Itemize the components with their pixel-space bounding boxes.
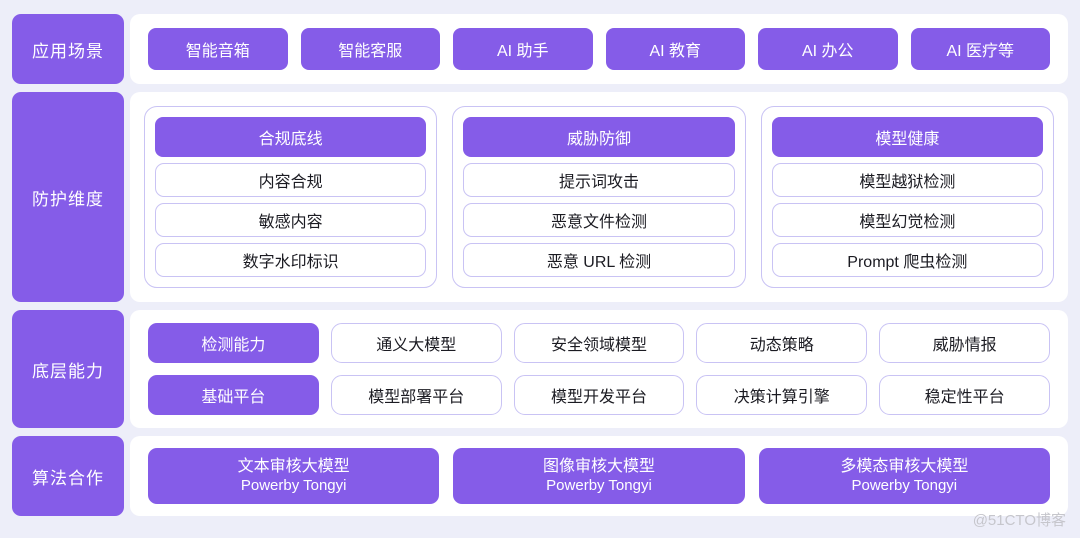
- algorithm-card: 图像审核大模型 Powerby Tongyi: [453, 448, 745, 504]
- panel-algorithms: 文本审核大模型 Powerby Tongyi 图像审核大模型 Powerby T…: [130, 436, 1068, 516]
- scenario-chip: 智能客服: [300, 28, 440, 70]
- protection-item: 模型幻觉检测: [771, 203, 1043, 237]
- scenario-chip: 智能音箱: [148, 28, 288, 70]
- column-header: 模型健康: [771, 117, 1043, 157]
- capability-header: 检测能力: [148, 323, 319, 363]
- capability-item: 威胁情报: [879, 323, 1050, 363]
- row-app-scenarios: 应用场景 智能音箱 智能客服 AI 助手 AI 教育 AI 办公 AI 医疗等: [12, 14, 1068, 84]
- protection-item: 敏感内容: [155, 203, 427, 237]
- algorithm-card-title: 多模态审核大模型: [840, 457, 969, 475]
- protection-column-compliance: 合规底线 内容合规 敏感内容 数字水印标识: [144, 106, 438, 288]
- capability-item: 动态策略: [696, 323, 868, 363]
- algorithm-card-subtitle: Powerby Tongyi: [240, 476, 347, 494]
- protection-column-threat: 威胁防御 提示词攻击 恶意文件检测 恶意 URL 检测: [452, 106, 746, 288]
- protection-item: 数字水印标识: [155, 243, 427, 277]
- panel-capabilities: 检测能力 通义大模型 安全领域模型 动态策略 威胁情报 基础平台 模型部署平台 …: [130, 310, 1068, 428]
- rail-label-algorithms: 算法合作: [12, 436, 124, 516]
- algorithm-card-subtitle: Powerby Tongyi: [546, 476, 652, 494]
- rail-label-app-scenarios: 应用场景: [12, 14, 124, 84]
- algorithm-card-title: 文本审核大模型: [237, 457, 350, 475]
- capability-header: 基础平台: [148, 375, 319, 415]
- diagram-canvas: 应用场景 智能音箱 智能客服 AI 助手 AI 教育 AI 办公 AI 医疗等 …: [12, 14, 1068, 516]
- row-protection: 防护维度 合规底线 内容合规 敏感内容 数字水印标识 威胁防御 提示词攻击 恶意…: [12, 92, 1068, 302]
- column-header: 合规底线: [155, 117, 427, 157]
- row-algorithms: 算法合作 文本审核大模型 Powerby Tongyi 图像审核大模型 Powe…: [12, 436, 1068, 516]
- column-header: 威胁防御: [463, 117, 735, 157]
- protection-column-model-health: 模型健康 模型越狱检测 模型幻觉检测 Prompt 爬虫检测: [760, 106, 1054, 288]
- capability-item: 模型开发平台: [513, 375, 685, 415]
- protection-item: 恶意 URL 检测: [463, 243, 735, 277]
- protection-item: 恶意文件检测: [463, 203, 735, 237]
- panel-app-scenarios: 智能音箱 智能客服 AI 助手 AI 教育 AI 办公 AI 医疗等: [130, 14, 1068, 84]
- panel-protection: 合规底线 内容合规 敏感内容 数字水印标识 威胁防御 提示词攻击 恶意文件检测 …: [130, 92, 1068, 302]
- algorithm-card-title: 图像审核大模型: [542, 457, 655, 475]
- protection-item: 提示词攻击: [463, 163, 735, 197]
- rail-label-capabilities: 底层能力: [12, 310, 124, 428]
- algorithm-card: 文本审核大模型 Powerby Tongyi: [148, 448, 440, 504]
- capability-item: 模型部署平台: [330, 375, 502, 415]
- protection-item: Prompt 爬虫检测: [771, 243, 1043, 277]
- protection-item: 内容合规: [155, 163, 427, 197]
- row-capabilities: 底层能力 检测能力 通义大模型 安全领域模型 动态策略 威胁情报 基础平台 模型…: [12, 310, 1068, 428]
- scenario-chip: AI 助手: [453, 28, 593, 70]
- rail-label-protection: 防护维度: [12, 92, 124, 302]
- scenario-chip: AI 医疗等: [910, 28, 1050, 70]
- watermark: @51CTO博客: [972, 512, 1066, 529]
- capability-item: 稳定性平台: [879, 375, 1050, 415]
- algorithm-card-subtitle: Powerby Tongyi: [851, 476, 958, 494]
- capability-item: 通义大模型: [330, 323, 502, 363]
- capability-item: 决策计算引擎: [696, 375, 868, 415]
- scenario-chip: AI 办公: [758, 28, 898, 70]
- protection-item: 模型越狱检测: [771, 163, 1043, 197]
- algorithm-card: 多模态审核大模型 Powerby Tongyi: [758, 448, 1050, 504]
- capability-item: 安全领域模型: [513, 323, 685, 363]
- scenario-chip: AI 教育: [605, 28, 745, 70]
